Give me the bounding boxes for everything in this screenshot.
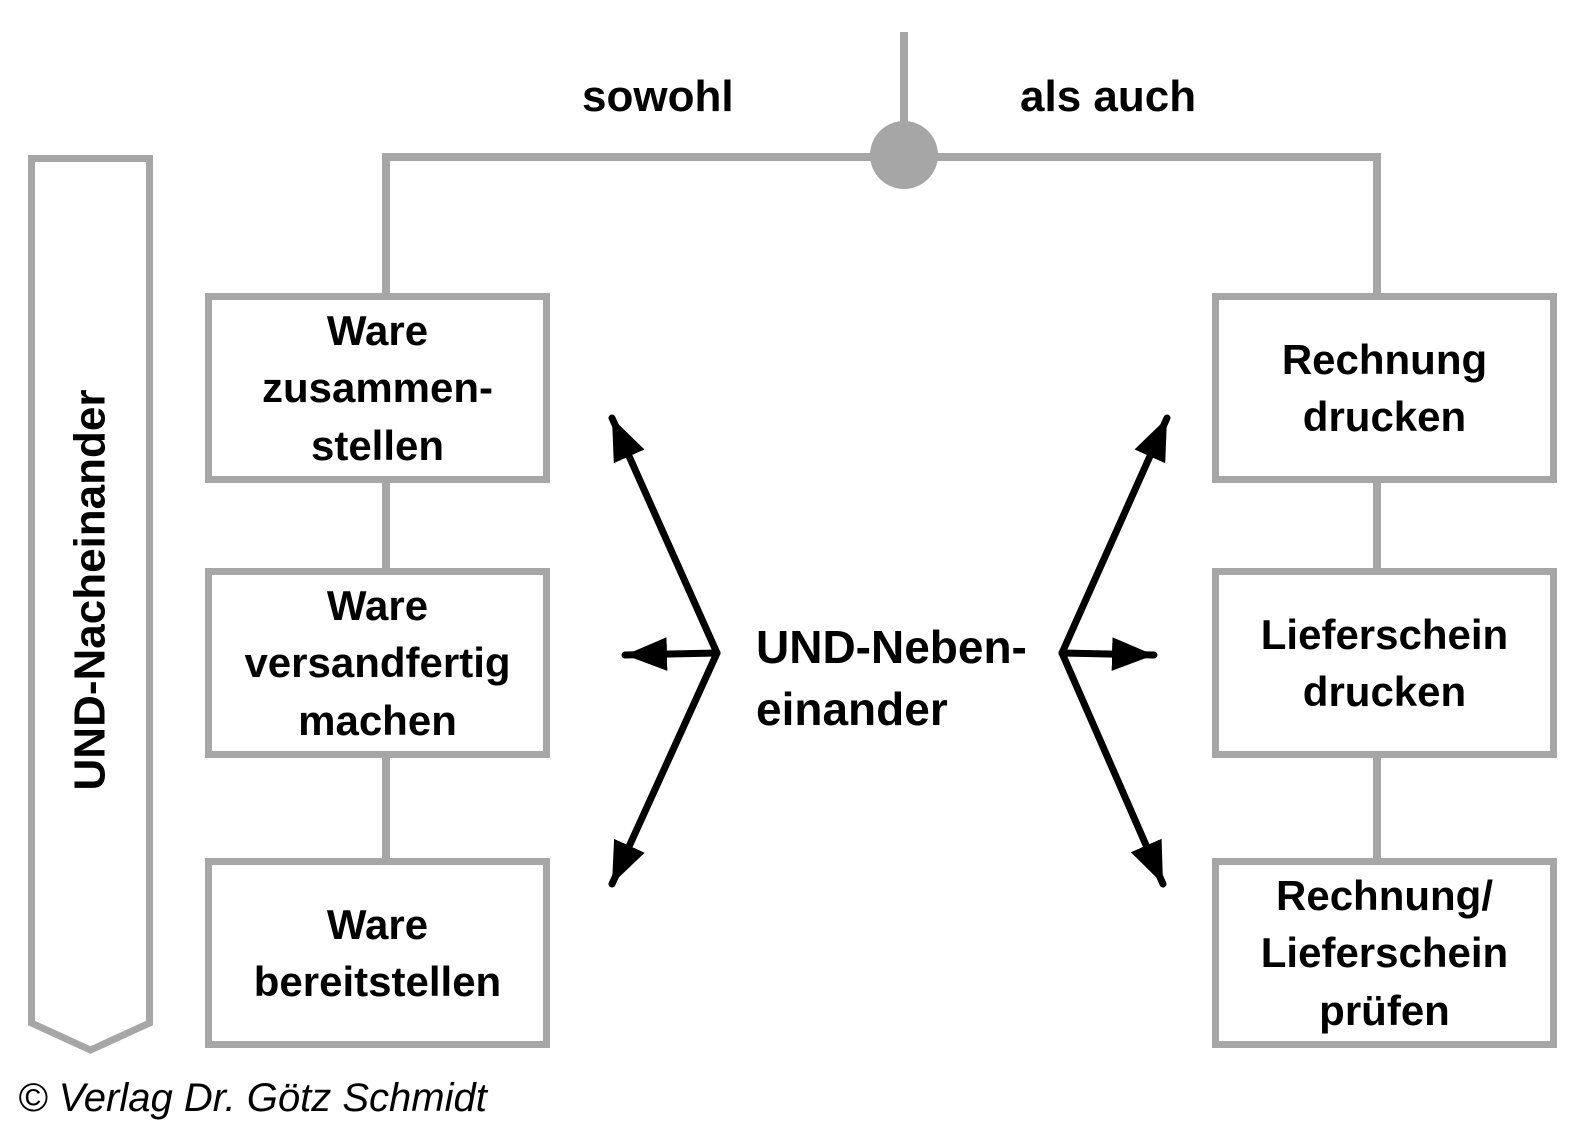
nebeneinander-label: UND-Neben- einander xyxy=(756,621,1027,735)
process-box-lieferschein-drucken: Lieferschein drucken xyxy=(1212,568,1557,758)
arrow-to-left-box-2 xyxy=(621,637,721,671)
process-box-rechnung-lieferschein-pruefen: Rechnung/ Lieferschein prüfen xyxy=(1212,858,1557,1048)
process-box-ware-bereitstellen: Ware bereitstellen xyxy=(205,858,550,1048)
arrow-to-right-box-1 xyxy=(1058,414,1171,657)
arrow-to-right-box-2 xyxy=(1058,637,1158,671)
process-box-ware-versandfertig-machen: Ware versandfertig machen xyxy=(205,568,550,758)
and-split-node-icon xyxy=(870,121,938,189)
sequence-banner-shape xyxy=(28,155,153,1054)
copyright-text: © Verlag Dr. Götz Schmidt xyxy=(18,1076,487,1120)
split-label-right: als auch xyxy=(1020,72,1197,121)
nebeneinander-arrows xyxy=(608,414,1171,888)
sequence-banner: UND-Nacheinander xyxy=(28,155,153,1025)
process-box-rechnung-drucken: Rechnung drucken xyxy=(1212,293,1557,483)
arrow-to-left-box-1 xyxy=(608,414,721,657)
sequence-banner-label: UND-Nacheinander xyxy=(65,389,115,791)
process-box-ware-zusammenstellen: Ware zusammen- stellen xyxy=(205,293,550,483)
arrow-to-right-box-3 xyxy=(1058,649,1167,888)
split-label-left: sowohl xyxy=(582,72,734,121)
arrow-to-left-box-3 xyxy=(608,649,721,888)
